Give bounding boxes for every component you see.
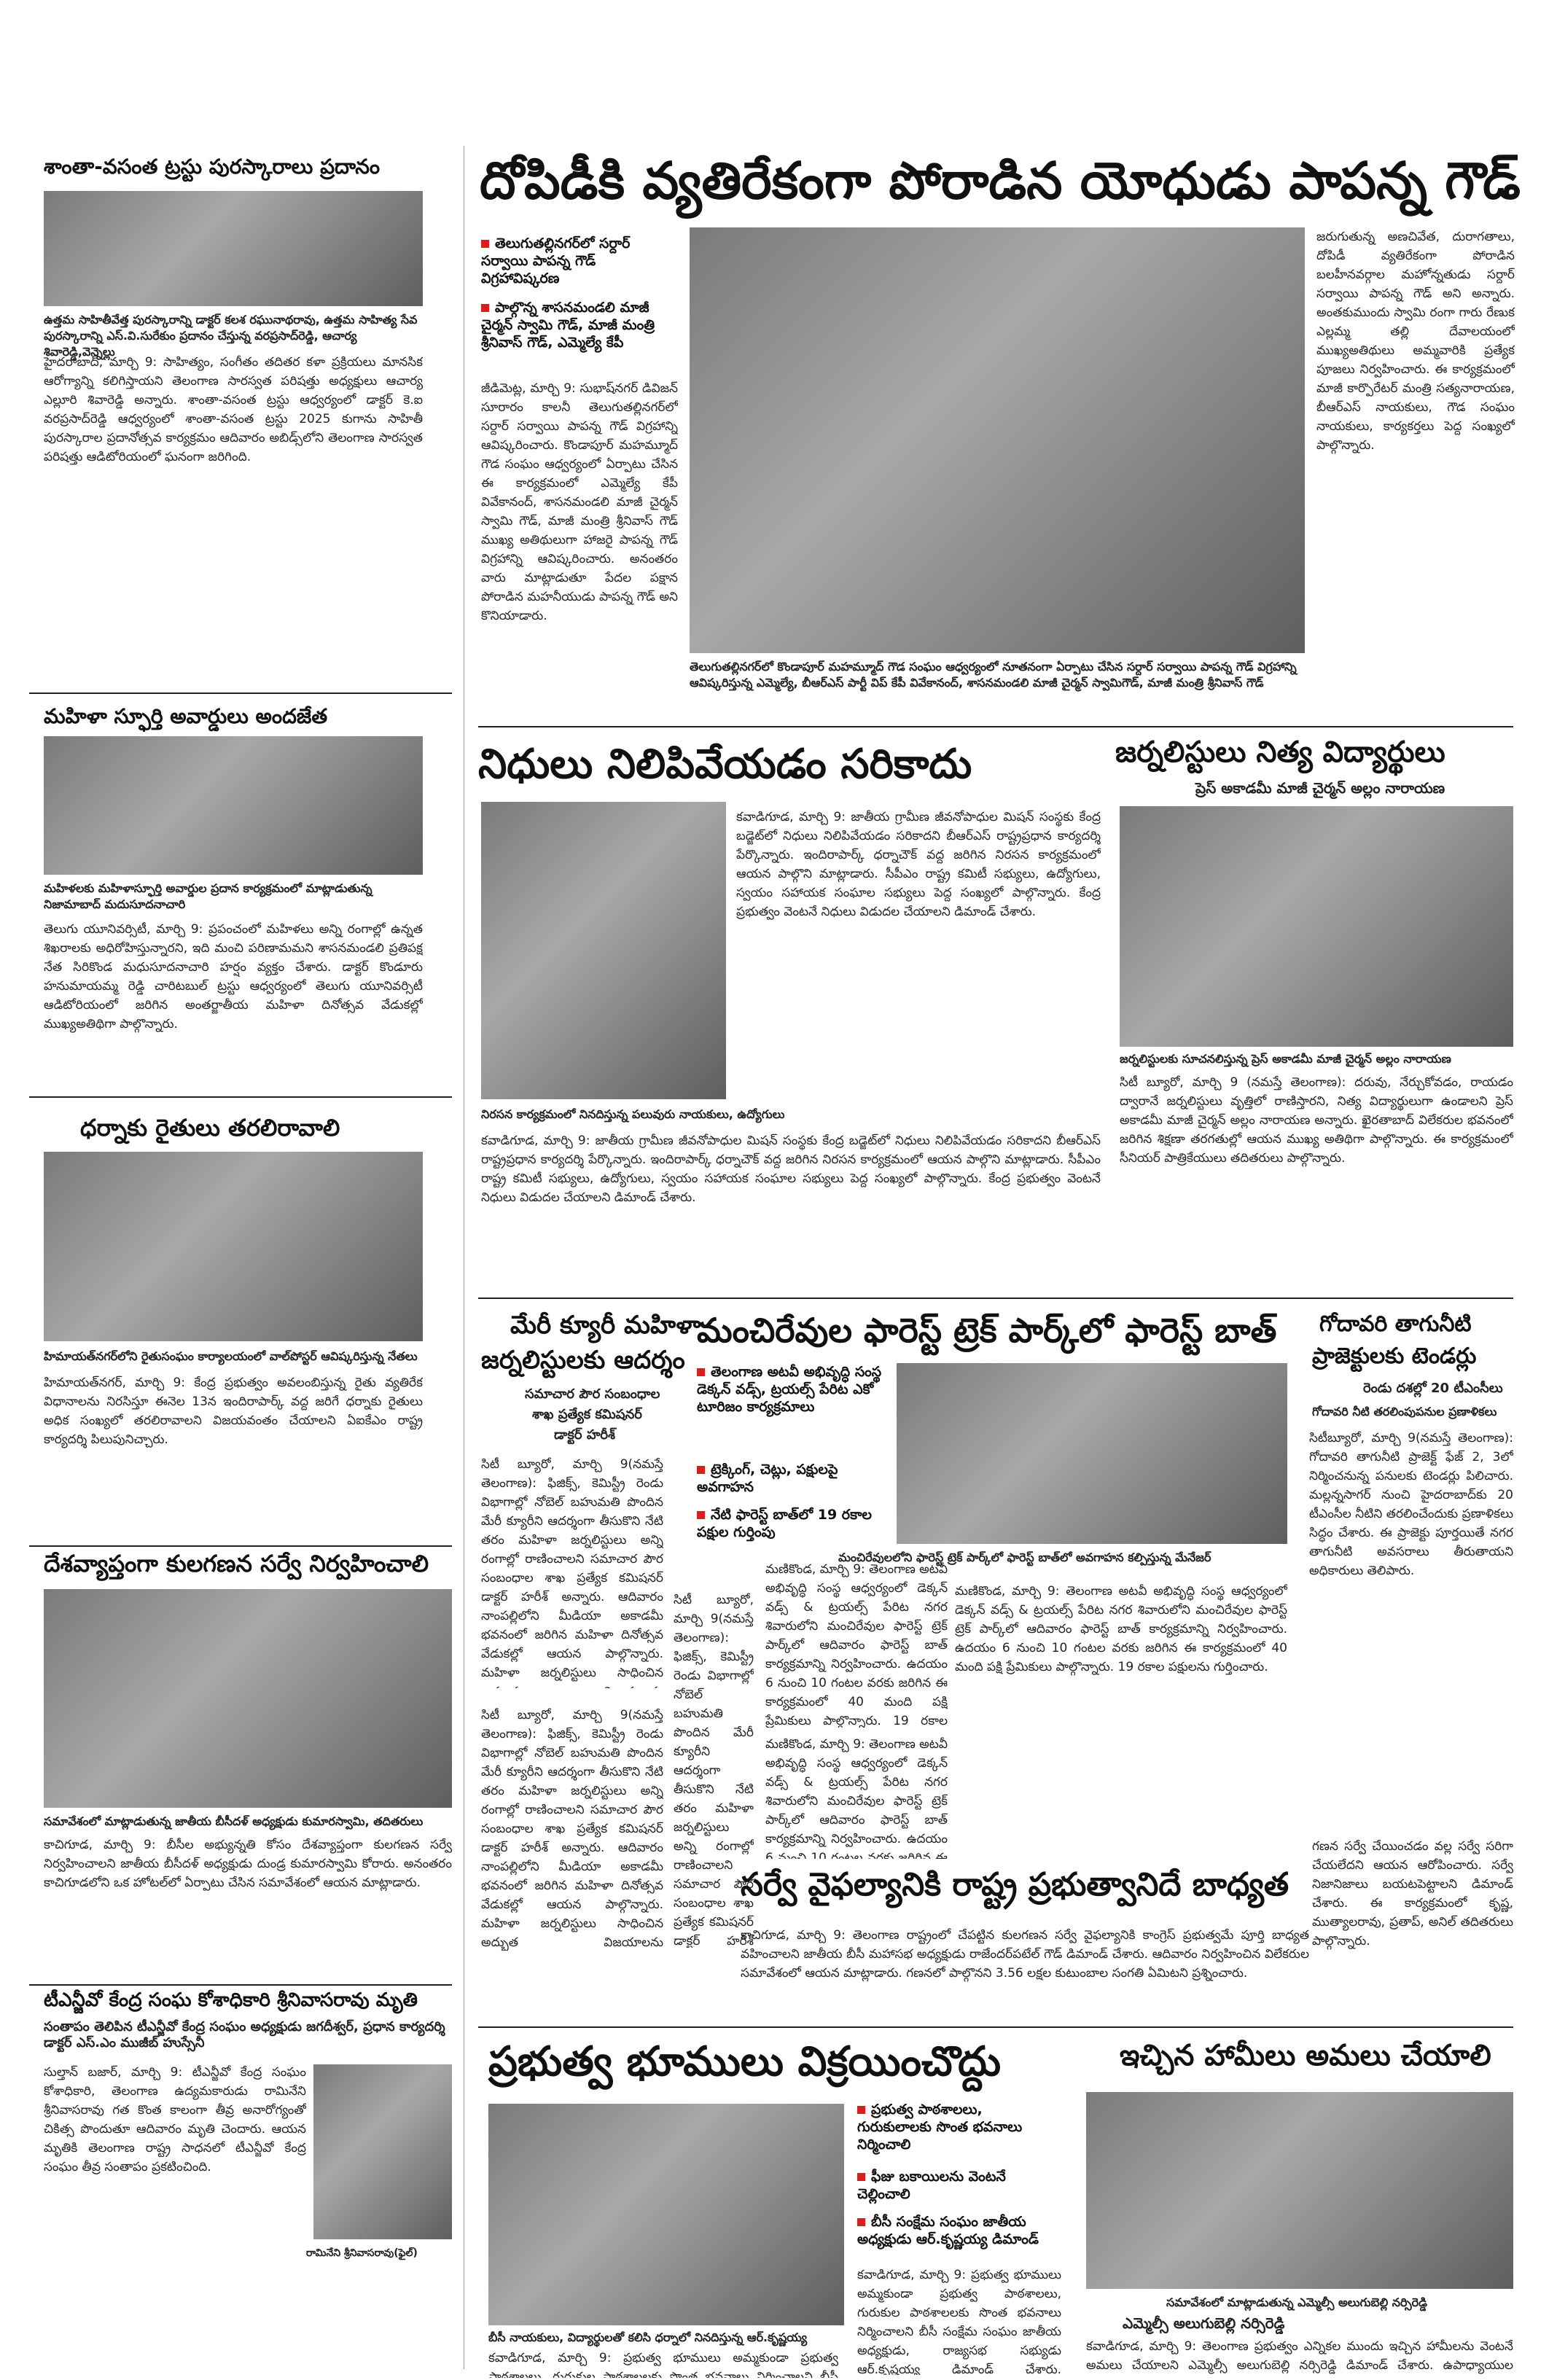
red-square-icon <box>481 240 489 248</box>
caption-tngo-death: సంతాపం తెలిపిన టీఎన్జీవో కేంద్ర సంఘం అధ్… <box>44 2019 445 2051</box>
photo-caste-census <box>44 1589 452 1808</box>
subhead-mary-2: శాఖ ప్రత్యేక కమిషనర్ <box>532 1407 642 1422</box>
photo-govt-land <box>488 2104 844 2325</box>
body-godavari: సిటీబ్యూరో, మార్చి 9(నమస్తే తెలంగాణ): గో… <box>1309 1431 1513 1578</box>
caption-caste-census: సమావేశంలో మాట్లాడుతున్న జాతీయ బీసీదళ్ అధ… <box>44 1814 424 1828</box>
body-govt-land: కవాడిగూడ, మార్చి 9: ప్రభుత్వ భూములు అమ్మ… <box>488 2351 838 2378</box>
caption-women-awards: మహిళలకు మహిళాస్ఫూర్తి అవార్డుల ప్రదాన కా… <box>44 881 372 911</box>
caption-promises: సమావేశంలో మాట్లాడుతున్న ఎమ్మెల్సీ అలుగుబ… <box>1166 2295 1428 2309</box>
left-divider-2 <box>29 1096 452 1098</box>
red-square-icon <box>857 2173 865 2181</box>
subhead-promises: ఎమ్మెల్సీ అలుగుబెల్లి నర్సిరెడ్డి <box>1123 2314 1285 2332</box>
bullet-govt-land-1: ప్రభుత్వ పాఠశాలలు, గురుకులాలకు సొంత భవనా… <box>857 2102 1023 2153</box>
red-square-icon <box>481 304 489 312</box>
headline-papanna-goud: దోపిడీకి వ్యతిరేకంగా పోరాడిన యోధుడు పాపన… <box>480 151 1521 211</box>
red-square-icon <box>697 1466 705 1474</box>
headline-farmers-dharna: ధర్నాకు రైతులు తరలిరావాలి <box>80 1114 340 1142</box>
body-survey-right: గణన సర్వే చేయించడం వల్ల సర్వే సరిగా చేయల… <box>1312 1839 1513 1948</box>
headline-govt-land: ప్రభుత్వ భూములు విక్రయించొద్దు <box>488 2038 1001 2086</box>
red-square-icon <box>697 1368 705 1376</box>
subhead-godavari: రెండు దశల్లో 20 టీఎంసీలు <box>1363 1381 1503 1396</box>
caption-tngo-member: రామినేని శ్రీనివాసరావు(ఫైల్) <box>306 2247 418 2259</box>
headline-survey: సర్వే వైఫల్యానికి రాష్ట్ర ప్రభుత్వానిదే … <box>741 1866 1289 1903</box>
body-mary-bottom: సిటీ బ్యూరో, మార్చి 9(నమస్తే తెలంగాణ): ఫ… <box>481 1708 663 1950</box>
body-mary-right: సిటీ బ్యూరో, మార్చి 9(నమస్తే తెలంగాణ): ఫ… <box>674 1593 754 1948</box>
headline-funds: నిధులు నిలిపివేయడం సరికాదు <box>478 741 972 788</box>
bullet-papanna-1: తెలుగుతల్లినగర్‌లో సర్దార్ సర్వాయి పాపన్… <box>481 235 631 286</box>
caption-forest-bath: మంచిరేవులలోని ఫారెస్ట్ ట్రెక్ పార్క్‌లో … <box>838 1550 1211 1564</box>
photo-forest-bath <box>897 1363 1287 1544</box>
body-tngo-death: సుల్తాన్ బజార్, మార్చి 9: టీఎన్జీవో కేంద… <box>44 2065 306 2174</box>
headline-godavari-2: ప్రాజెక్టులకు టెండర్లు <box>1312 1343 1477 1369</box>
left-divider-3 <box>29 1545 452 1547</box>
body-funds-top: కవాడిగూడ, మార్చి 9: జాతీయ గ్రామీణ జీవనోప… <box>736 810 1101 919</box>
caption-journalists: జర్నలిస్టులకు సూచనలిస్తున్న ప్రెస్ అకాడమ… <box>1120 1052 1451 1066</box>
section-divider-1 <box>478 726 1513 727</box>
body-forest-mid: మణికొండ, మార్చి 9: తెలంగాణ అటవీ అభివృద్ధ… <box>765 1737 948 1859</box>
body-govt-land-side: కవాడిగూడ, మార్చి 9: ప్రభుత్వ భూములు అమ్మ… <box>857 2268 1061 2375</box>
bullet-forest-2: ట్రెక్కింగ్, చెట్లు, పక్షులపై అవగాహన <box>697 1462 838 1495</box>
photo-papanna-statue <box>690 227 1305 653</box>
bullet-govt-land-3: బీసీ సంక్షేమ సంఘం జాతీయ అధ్యక్షుడు ఆర్.క… <box>857 2214 1039 2247</box>
body-papanna-right: జరుగుతున్న అణచివేత, దురాగతాలు, దోపిడీ వ్… <box>1316 230 1515 453</box>
bullet-papanna-2: పాల్గొన్న శాసనమండలి మాజీ చైర్మన్ స్వామి … <box>481 300 655 351</box>
caption-trust-awards: ఉత్తమ సాహితీవేత్త పురస్కారాన్ని డాక్టర్ … <box>44 313 418 359</box>
headline-women-awards: మహిళా స్ఫూర్తి అవార్డులు అందజేత <box>44 704 328 728</box>
left-divider-4 <box>29 1984 452 1986</box>
bullet-govt-land-2: ఫీజు బకాయిలను వెంటనే చెల్లించాలి <box>857 2169 1006 2202</box>
subhead-journalists: ప్రెస్ అకాడమీ మాజీ చైర్మన్ అల్లం నారాయణ <box>1195 779 1445 797</box>
bullet-forest-1: తెలంగాణ అటవీ అభివృద్ధి సంస్థ డెక్కన్ వడ్… <box>697 1364 882 1415</box>
headline-tngo-death: టీఎన్జీవో కేంద్ర సంఘ కోశాధికారి శ్రీనివా… <box>44 1989 418 2011</box>
headline-promises: ఇచ్చిన హామీలు అమలు చేయాలి <box>1120 2039 1491 2072</box>
body-survey: కాచిగూడ, మార్చి 9: తెలంగాణ రాష్ట్రంలో చే… <box>741 1928 1309 1981</box>
headline-mary-2: జర్నలిస్టులకు ఆదర్శం <box>481 1346 685 1375</box>
headline-godavari-1: గోదావరి తాగునీటి <box>1319 1311 1472 1337</box>
photo-funds-protest <box>481 802 726 1099</box>
red-square-icon <box>697 1511 705 1519</box>
body-papanna-goud: జీడిమెట్ల, మార్చి 9: సుభాష్‌నగర్ డివిజన్… <box>481 381 678 623</box>
photo-trust-awards <box>44 191 423 306</box>
body-promises: కవాడిగూడ, మార్చి 9: తెలంగాణ ప్రభుత్వం ఎన… <box>1086 2339 1513 2373</box>
section-divider-3 <box>478 2026 1513 2028</box>
photo-promises <box>1086 2092 1513 2289</box>
body-funds: కవాడిగూడ, మార్చి 9: జాతీయ గ్రామీణ జీవనోప… <box>481 1134 1101 1205</box>
headline-trust-awards: శాంతా-వసంత ట్రస్టు పురస్కారాలు ప్రదానం <box>44 155 381 179</box>
caption-papanna-statue: తెలుగుతల్లినగర్‌లో కొండాపూర్ మహమ్మూద్ గౌ… <box>690 660 1297 690</box>
headline-journalists: జర్నలిస్టులు నిత్య విద్యార్థులు <box>1115 736 1445 769</box>
caption-funds-protest: నిరసన కార్యక్రమంలో నినదిస్తున్న పలువురు … <box>481 1107 785 1121</box>
photo-tngo-member <box>313 2064 452 2239</box>
photo-women-awards <box>44 736 423 875</box>
red-square-icon <box>857 2106 865 2114</box>
subhead-mary-1: సమాచార పౌర సంబంధాల <box>525 1386 660 1402</box>
body-forest-intro: మణికొండ, మార్చి 9: తెలంగాణ అటవీ అభివృద్ధ… <box>765 1562 948 1728</box>
left-divider-1 <box>29 692 452 694</box>
photo-farmers-dharna <box>44 1152 423 1341</box>
headline-caste-census: దేశవ్యాప్తంగా కులగణన సర్వే నిర్వహించాలి <box>44 1550 429 1577</box>
caption-godavari: గోదావరి నీటి తరలింపుపనుల ప్రణాళికలు <box>1312 1405 1497 1419</box>
body-farmers-dharna: హిమాయత్‌నగర్, మార్చి 9: కేంద్ర ప్రభుత్వం… <box>44 1376 423 1447</box>
body-forest: మణికొండ, మార్చి 9: తెలంగాణ అటవీ అభివృద్ధ… <box>955 1584 1287 1674</box>
body-caste-census: కాచిగూడ, మార్చి 9: బీసీల అభ్యున్నతి కోసం… <box>44 1838 452 1890</box>
subhead-mary-3: డాక్టర్ హరీశ్ <box>554 1427 615 1443</box>
body-mary-left: సిటీ బ్యూరో, మార్చి 9(నమస్తే తెలంగాణ): ఫ… <box>481 1457 663 1688</box>
red-square-icon <box>857 2218 865 2226</box>
headline-forest-bath: మంచిరేవుల ఫారెస్ట్ ట్రెక్ పార్క్‌లో ఫారె… <box>697 1311 1277 1350</box>
section-divider-2 <box>478 1298 1513 1299</box>
body-journalists: సిటీ బ్యూరో, మార్చి 9 (నమస్తే తెలంగాణ): … <box>1120 1075 1513 1166</box>
body-women-awards: తెలుగు యూనివర్సిటీ, మార్చి 9: ప్రపంచంలో … <box>44 922 423 1031</box>
body-trust-awards: హైదరాబాద్, మార్చి 9: సాహిత్యం, సంగీతం తద… <box>44 355 423 464</box>
caption-farmers-dharna: హిమాయత్‌నగర్‌లోని రైతుసంఘం కార్యాలయంలో వ… <box>44 1349 418 1363</box>
bullet-forest-3: నేటి ఫారెస్ట్ బాత్‌లో 19 రకాల పక్షుల గుర… <box>697 1507 873 1540</box>
caption-govt-land: బీసీ నాయకులు, విద్యార్థులతో కలిసి ధర్నాల… <box>488 2330 808 2344</box>
headline-mary-1: మేరీ క్యూరీ మహిళా <box>510 1311 701 1340</box>
photo-journalists <box>1120 806 1513 1047</box>
